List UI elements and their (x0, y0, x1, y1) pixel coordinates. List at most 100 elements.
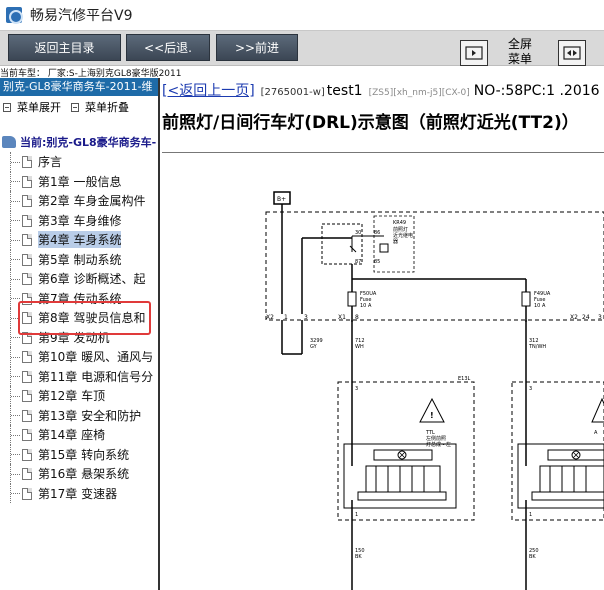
tree-connector-line (10, 210, 20, 230)
tree-item[interactable]: 第2章 车身金属构件 (0, 191, 158, 211)
svg-text:3299: 3299 (310, 338, 323, 344)
tree-connector-line (10, 425, 20, 445)
car-model-header: 别克-GL8豪华商务车-2011-维 (0, 78, 158, 96)
tree-item[interactable]: 第4章 车身系统 (0, 230, 158, 250)
tree-item[interactable]: 第15章 转向系统 (0, 444, 158, 464)
tree-item-label: 第12章 车顶 (38, 389, 106, 404)
split-view-icon[interactable] (558, 40, 586, 66)
svg-text:TTL: TTL (425, 430, 435, 436)
tree-connector-line (10, 191, 20, 211)
fullscreen-toggle-icon[interactable] (460, 40, 488, 66)
svg-text:3: 3 (304, 314, 308, 321)
chapter-tree: 当前:别克-GL8豪华商务车- 序言第1章 一般信息第2章 车身金属构件第3章 … (0, 132, 158, 503)
tree-item-label: 第4章 车身系统 (38, 231, 122, 249)
fuse-block-outline (265, 211, 604, 321)
back-to-main-button[interactable]: 返回主目录 (8, 34, 121, 61)
svg-text:3: 3 (529, 386, 532, 392)
svg-text:712: 712 (355, 338, 365, 344)
document-icon (22, 409, 32, 422)
tree-item-label: 序言 (38, 155, 63, 170)
document-icon (22, 175, 32, 188)
svg-text:85: 85 (374, 259, 380, 265)
tree-item-label: 第16章 悬架系统 (38, 467, 130, 482)
svg-text:X2: X2 (266, 314, 274, 321)
tree-item-label: 第14章 座椅 (38, 428, 106, 443)
tree-item[interactable]: 第10章 暖风、通风与 (0, 347, 158, 367)
collapse-icon (71, 102, 79, 112)
svg-text:250: 250 (529, 548, 539, 554)
svg-text:左侧前照: 左侧前照 (426, 435, 446, 442)
tree-item-label: 第2章 车身金属构件 (38, 194, 146, 209)
svg-text:F50UA: F50UA (360, 291, 377, 297)
document-icon (22, 195, 32, 207)
svg-text:器: 器 (393, 239, 398, 245)
doc-code: [2765001-w] (260, 87, 325, 98)
tree-item[interactable]: 第5章 制动系统 (0, 249, 158, 269)
page-title: 前照灯/日间行车灯(DRL)示意图（前照灯近光(TT2)） (162, 113, 579, 133)
tree-connector-line (10, 308, 20, 328)
fullscreen-menu-label[interactable]: 全屏 菜单 (507, 37, 532, 66)
tree-connector-line (10, 269, 20, 289)
document-icon (22, 253, 32, 266)
tree-item[interactable]: 第9章 发动机 (0, 327, 158, 347)
svg-text:BK: BK (529, 554, 536, 560)
tree-item[interactable]: 第8章 驾驶员信息和 (0, 308, 158, 328)
back-button[interactable]: <<后退. (126, 34, 210, 61)
svg-text:A: A (594, 430, 598, 436)
tree-connector-line (10, 386, 20, 406)
document-icon (22, 312, 32, 324)
svg-text:3: 3 (598, 314, 602, 321)
doc-test: test1 (326, 83, 363, 99)
tree-connector-line (10, 366, 20, 386)
document-icon (22, 331, 32, 344)
tree-item-label: 第10章 暖风、通风与 (38, 350, 154, 365)
tree-item-label: 第13章 安全和防护 (38, 408, 142, 423)
svg-text:150: 150 (355, 548, 365, 554)
doc-number: NO-:58PC:1 .2016 (473, 83, 600, 99)
tree-item[interactable]: 序言 (0, 152, 158, 172)
tree-item[interactable]: 第6章 诊断概述、起 (0, 269, 158, 289)
tree-item[interactable]: 第3章 车身维修 (0, 210, 158, 230)
content-area: [<返回上一页] [2765001-w] test1 [ZS5][xh_nm-j… (162, 78, 604, 590)
battery-label: B+ (277, 196, 286, 203)
tree-connector-line (10, 152, 20, 172)
svg-text:X1: X1 (338, 314, 346, 321)
document-icon (22, 468, 32, 480)
tree-item-label: 第3章 车身维修 (38, 213, 122, 228)
tree-item-label: 第8章 驾驶员信息和 (38, 311, 146, 326)
tree-item[interactable]: 第16章 悬架系统 (0, 464, 158, 484)
tree-connector-line (10, 171, 20, 191)
tree-item[interactable]: 第17章 变速器 (0, 483, 158, 503)
expand-menu-button[interactable]: 菜单展开 (3, 99, 61, 115)
tree-item-label: 第7章 传动系统 (38, 291, 122, 306)
menu-control-row: 菜单展开 菜单折叠 (0, 96, 158, 118)
back-previous-link[interactable]: [<返回上一页] (162, 83, 255, 99)
wiring-diagram: B+ KR49 前照灯 近光继电 器 30 86 87 85 F50UA Fus… (265, 191, 604, 590)
tree-item[interactable]: 第7章 传动系统 (0, 288, 158, 308)
svg-text:24: 24 (582, 314, 590, 321)
title-divider (162, 152, 604, 153)
svg-text:312: 312 (529, 338, 539, 344)
svg-text:8: 8 (355, 314, 359, 321)
tree-item-label: 第15章 转向系统 (38, 447, 130, 462)
fuse-f49ua (521, 291, 531, 307)
svg-text:1: 1 (529, 512, 532, 518)
collapse-menu-button[interactable]: 菜单折叠 (71, 99, 129, 115)
svg-text:86: 86 (374, 230, 380, 236)
tree-item[interactable]: 第13章 安全和防护 (0, 405, 158, 425)
tree-item[interactable]: 第12章 车顶 (0, 386, 158, 406)
svg-text:Fuse: Fuse (534, 297, 545, 303)
document-icon (22, 351, 32, 363)
forward-button[interactable]: >>前进 (216, 34, 298, 61)
svg-text:X2: X2 (570, 314, 578, 321)
tree-item[interactable]: 第1章 一般信息 (0, 171, 158, 191)
tree-connector-line (10, 483, 20, 503)
tree-connector-line (10, 444, 20, 464)
title-bar: 畅易汽修平台V9 (0, 0, 604, 30)
document-icon (22, 429, 32, 441)
tree-connector-line (10, 249, 20, 269)
tree-connector-line (10, 347, 20, 367)
tree-root[interactable]: 当前:别克-GL8豪华商务车- (0, 132, 158, 152)
tree-item[interactable]: 第11章 电源和信号分 (0, 366, 158, 386)
tree-item[interactable]: 第14章 座椅 (0, 425, 158, 445)
